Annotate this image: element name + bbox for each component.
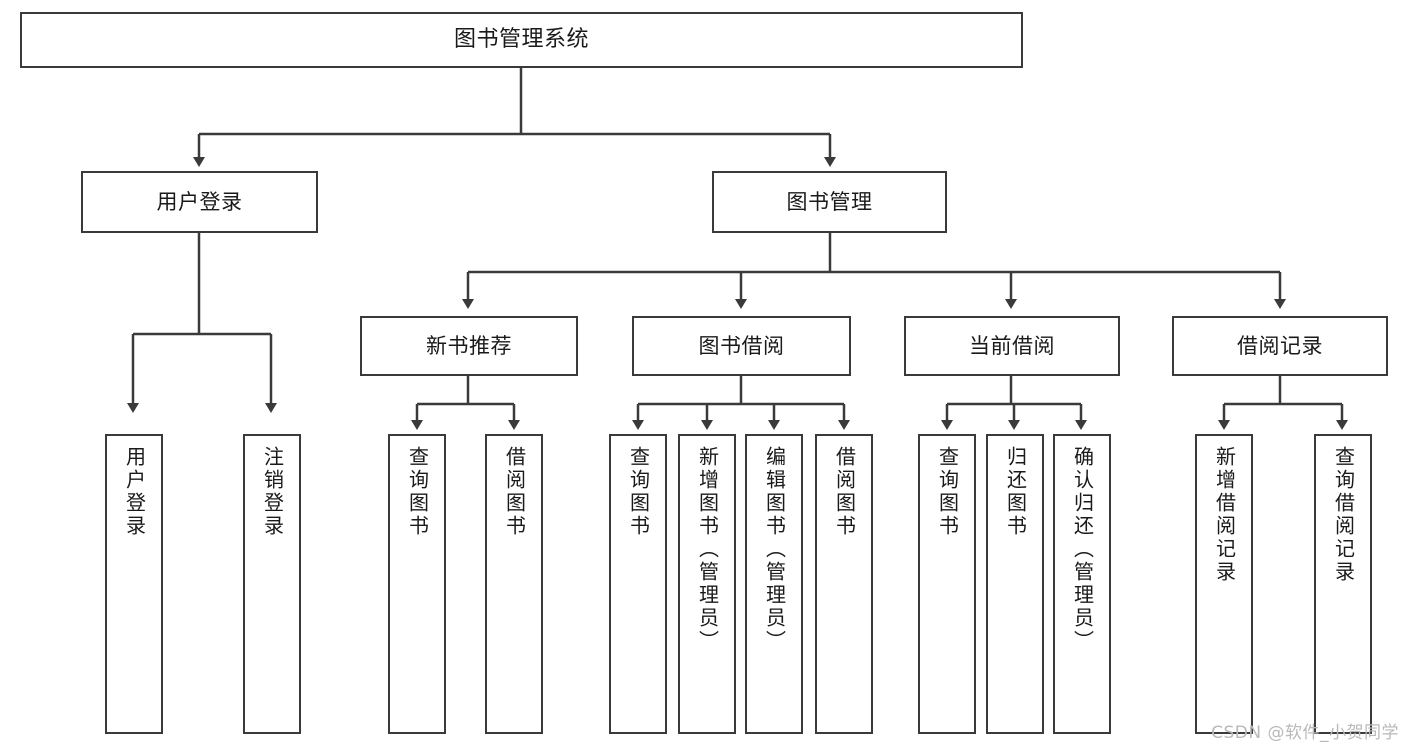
- node-user-login[interactable]: 用户登录: [81, 171, 318, 233]
- leaf-book-borrow-edit-label: 编辑图书（管理员）: [762, 446, 787, 653]
- leaf-new-book-borrow-label: 借阅图书: [502, 446, 527, 538]
- leaf-book-borrow-borrow-label: 借阅图书: [832, 446, 857, 538]
- watermark-text: CSDN @软件_小贺同学: [1211, 723, 1399, 743]
- leaf-borrow-record-query[interactable]: 查询借阅记录: [1314, 434, 1372, 734]
- leaf-current-borrow-query-label: 查询图书: [935, 446, 960, 538]
- leaf-current-borrow-confirm-label: 确认归还（管理员）: [1070, 446, 1095, 653]
- leaf-user-login-login[interactable]: 用户登录: [105, 434, 163, 734]
- leaf-borrow-record-add-label: 新增借阅记录: [1212, 446, 1237, 584]
- leaf-current-borrow-return-label: 归还图书: [1003, 446, 1028, 538]
- leaf-current-borrow-query[interactable]: 查询图书: [918, 434, 976, 734]
- leaf-borrow-record-add[interactable]: 新增借阅记录: [1195, 434, 1253, 734]
- node-root[interactable]: 图书管理系统: [20, 12, 1023, 68]
- node-new-book-recommend[interactable]: 新书推荐: [360, 316, 578, 376]
- leaf-new-book-query-label: 查询图书: [405, 446, 430, 538]
- node-current-borrow[interactable]: 当前借阅: [904, 316, 1120, 376]
- leaf-book-borrow-query[interactable]: 查询图书: [609, 434, 667, 734]
- node-book-management-label: 图书管理: [786, 189, 873, 214]
- leaf-user-login-login-label: 用户登录: [122, 446, 147, 538]
- node-new-book-recommend-label: 新书推荐: [426, 333, 512, 358]
- leaf-user-login-logout[interactable]: 注销登录: [243, 434, 301, 734]
- leaf-borrow-record-query-label: 查询借阅记录: [1331, 446, 1356, 584]
- leaf-book-borrow-query-label: 查询图书: [626, 446, 651, 538]
- leaf-book-borrow-edit[interactable]: 编辑图书（管理员）: [745, 434, 803, 734]
- node-borrow-record[interactable]: 借阅记录: [1172, 316, 1388, 376]
- node-book-borrow-label: 图书借阅: [698, 333, 785, 358]
- leaf-new-book-query[interactable]: 查询图书: [388, 434, 446, 734]
- leaf-current-borrow-return[interactable]: 归还图书: [986, 434, 1044, 734]
- leaf-book-borrow-borrow[interactable]: 借阅图书: [815, 434, 873, 734]
- leaf-user-login-logout-label: 注销登录: [260, 446, 285, 538]
- node-current-borrow-label: 当前借阅: [969, 333, 1055, 358]
- node-book-borrow[interactable]: 图书借阅: [632, 316, 851, 376]
- leaf-new-book-borrow[interactable]: 借阅图书: [485, 434, 543, 734]
- node-user-login-label: 用户登录: [156, 189, 243, 214]
- node-borrow-record-label: 借阅记录: [1237, 333, 1323, 358]
- leaf-book-borrow-add-label: 新增图书（管理员）: [695, 446, 720, 653]
- leaf-current-borrow-confirm[interactable]: 确认归还（管理员）: [1053, 434, 1111, 734]
- node-book-management[interactable]: 图书管理: [712, 171, 947, 233]
- leaf-book-borrow-add[interactable]: 新增图书（管理员）: [678, 434, 736, 734]
- node-root-label: 图书管理系统: [453, 27, 589, 53]
